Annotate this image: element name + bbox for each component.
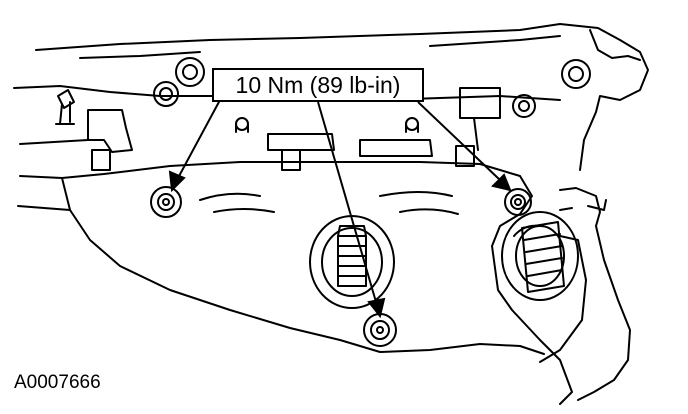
head-upper-edge-2 <box>79 35 561 59</box>
head-right-bracket <box>589 29 641 61</box>
heat-shield-boss <box>309 215 395 309</box>
cylinder-head-outline <box>35 23 649 171</box>
torque-callout: 10 Nm (89 lb-in) <box>212 68 424 102</box>
manifold-lower-edge <box>61 177 545 355</box>
leader-arrow-icon <box>168 99 221 193</box>
bolt-icon <box>153 81 179 107</box>
sensor-wire <box>539 235 587 363</box>
manifold-inner-contour <box>199 191 459 215</box>
torque-label: 10 Nm (89 lb-in) <box>235 71 401 98</box>
spark-plug-boot-icon <box>405 117 419 133</box>
spark-plug-boot-icon <box>235 117 249 133</box>
manifold-flange-line <box>17 175 71 211</box>
bolt-icon <box>561 59 591 89</box>
bolt-icon <box>512 94 536 118</box>
bolt-icon <box>150 186 182 218</box>
sensor-bracket <box>559 187 631 401</box>
leader-arrow-icon <box>317 101 386 319</box>
sensor-icon <box>359 139 475 167</box>
bolt-icon <box>504 188 532 216</box>
sensor-icon <box>267 133 335 171</box>
figure-id: A0007666 <box>14 372 101 393</box>
sensor-icon <box>19 109 133 171</box>
stud-icon <box>55 89 75 125</box>
manifold-outline <box>61 161 573 405</box>
bolt-icon <box>175 57 205 87</box>
bolt-icon <box>363 313 397 347</box>
bracket-detail <box>559 199 607 211</box>
leader-arrow-icon <box>417 101 512 192</box>
sensor-icon <box>459 87 501 151</box>
oxygen-sensor-icon <box>501 211 579 301</box>
